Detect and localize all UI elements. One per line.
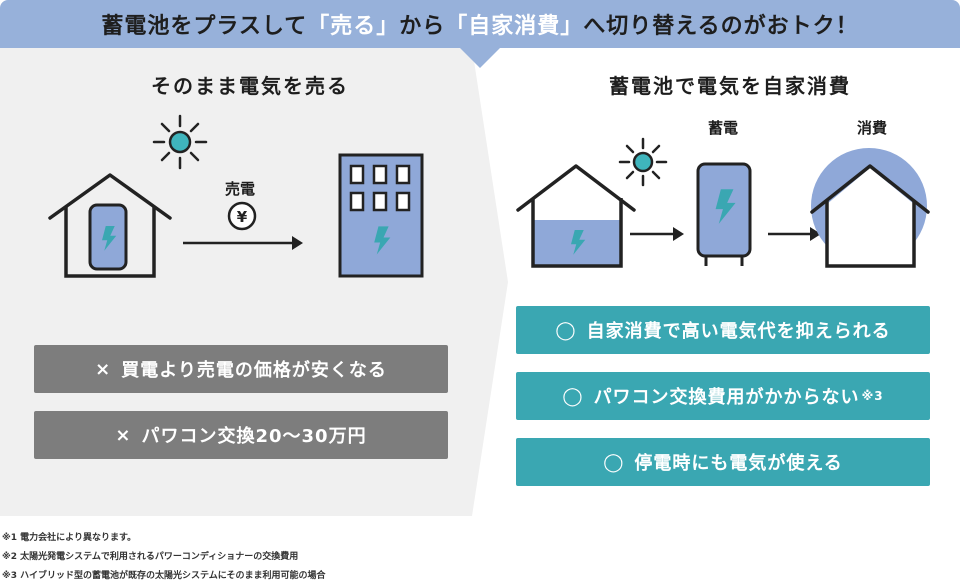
- banner-text-3: へ切り替えるのがおトク！: [583, 14, 859, 39]
- consume-house-icon: [810, 148, 930, 268]
- cross-icon: ×: [95, 358, 112, 380]
- storage-battery-icon: [696, 162, 752, 266]
- banner-highlight-self-consumption: 「自家消費」: [445, 14, 584, 39]
- pro-text: 自家消費で高い電気代を抑えられる: [586, 321, 891, 342]
- left-title: そのまま電気を売る: [151, 74, 349, 98]
- pro-item: ◯ 停電時にも電気が使える: [516, 438, 930, 486]
- sell-arrow-icon: [183, 236, 303, 250]
- arrow-to-consume-icon: [768, 227, 821, 241]
- footnote-3: ※3 ハイブリッド型の蓄電池が既存の太陽光システムにそのまま利用可能の場合: [2, 571, 326, 581]
- house-icon: [516, 164, 636, 268]
- consume-label: 消費: [856, 119, 887, 137]
- pro-item: ◯ 自家消費で高い電気代を抑えられる: [516, 306, 930, 354]
- con-item: × パワコン交換20〜30万円: [34, 411, 448, 459]
- circle-icon: ◯: [562, 385, 584, 407]
- right-title: 蓄電池で電気を自家消費: [609, 74, 851, 98]
- yen-coin-icon: ¥: [227, 201, 257, 231]
- storage-label: 蓄電: [707, 119, 738, 137]
- sun-icon: [618, 137, 668, 187]
- header-banner: 蓄電池をプラスして 「売る」 から 「自家消費」 へ切り替えるのがおトク！: [0, 0, 960, 48]
- footnote-ref: ※3: [861, 389, 884, 403]
- pro-text: パワコン交換費用がかからない: [593, 387, 860, 408]
- con-text: 買電より売電の価格が安くなる: [121, 360, 387, 381]
- arrow-to-storage-icon: [630, 227, 684, 241]
- pro-item: ◯ パワコン交換費用がかからない ※3: [516, 372, 930, 420]
- cross-icon: ×: [115, 424, 132, 446]
- banner-text-2: から: [399, 14, 446, 39]
- building-icon: [338, 153, 424, 278]
- banner-pointer: [460, 48, 500, 68]
- pro-text: 停電時にも電気が使える: [634, 453, 843, 474]
- battery-icon: [88, 203, 128, 271]
- banner-highlight-sell: 「売る」: [307, 14, 400, 39]
- con-text: パワコン交換20〜30万円: [141, 426, 367, 447]
- footnote-2: ※2 太陽光発電システムで利用されるパワーコンディショナーの交換費用: [2, 552, 299, 562]
- sun-icon: [152, 114, 208, 170]
- footnote-1: ※1 電力会社により異なります。: [2, 533, 137, 543]
- con-item: × 買電より売電の価格が安くなる: [34, 345, 448, 393]
- circle-icon: ◯: [603, 451, 625, 473]
- sell-power-label: 売電: [224, 180, 255, 198]
- house-icon: [48, 173, 172, 278]
- banner-text-1: 蓄電池をプラスして: [101, 14, 308, 39]
- circle-icon: ◯: [555, 319, 577, 341]
- yen-symbol: ¥: [237, 208, 248, 226]
